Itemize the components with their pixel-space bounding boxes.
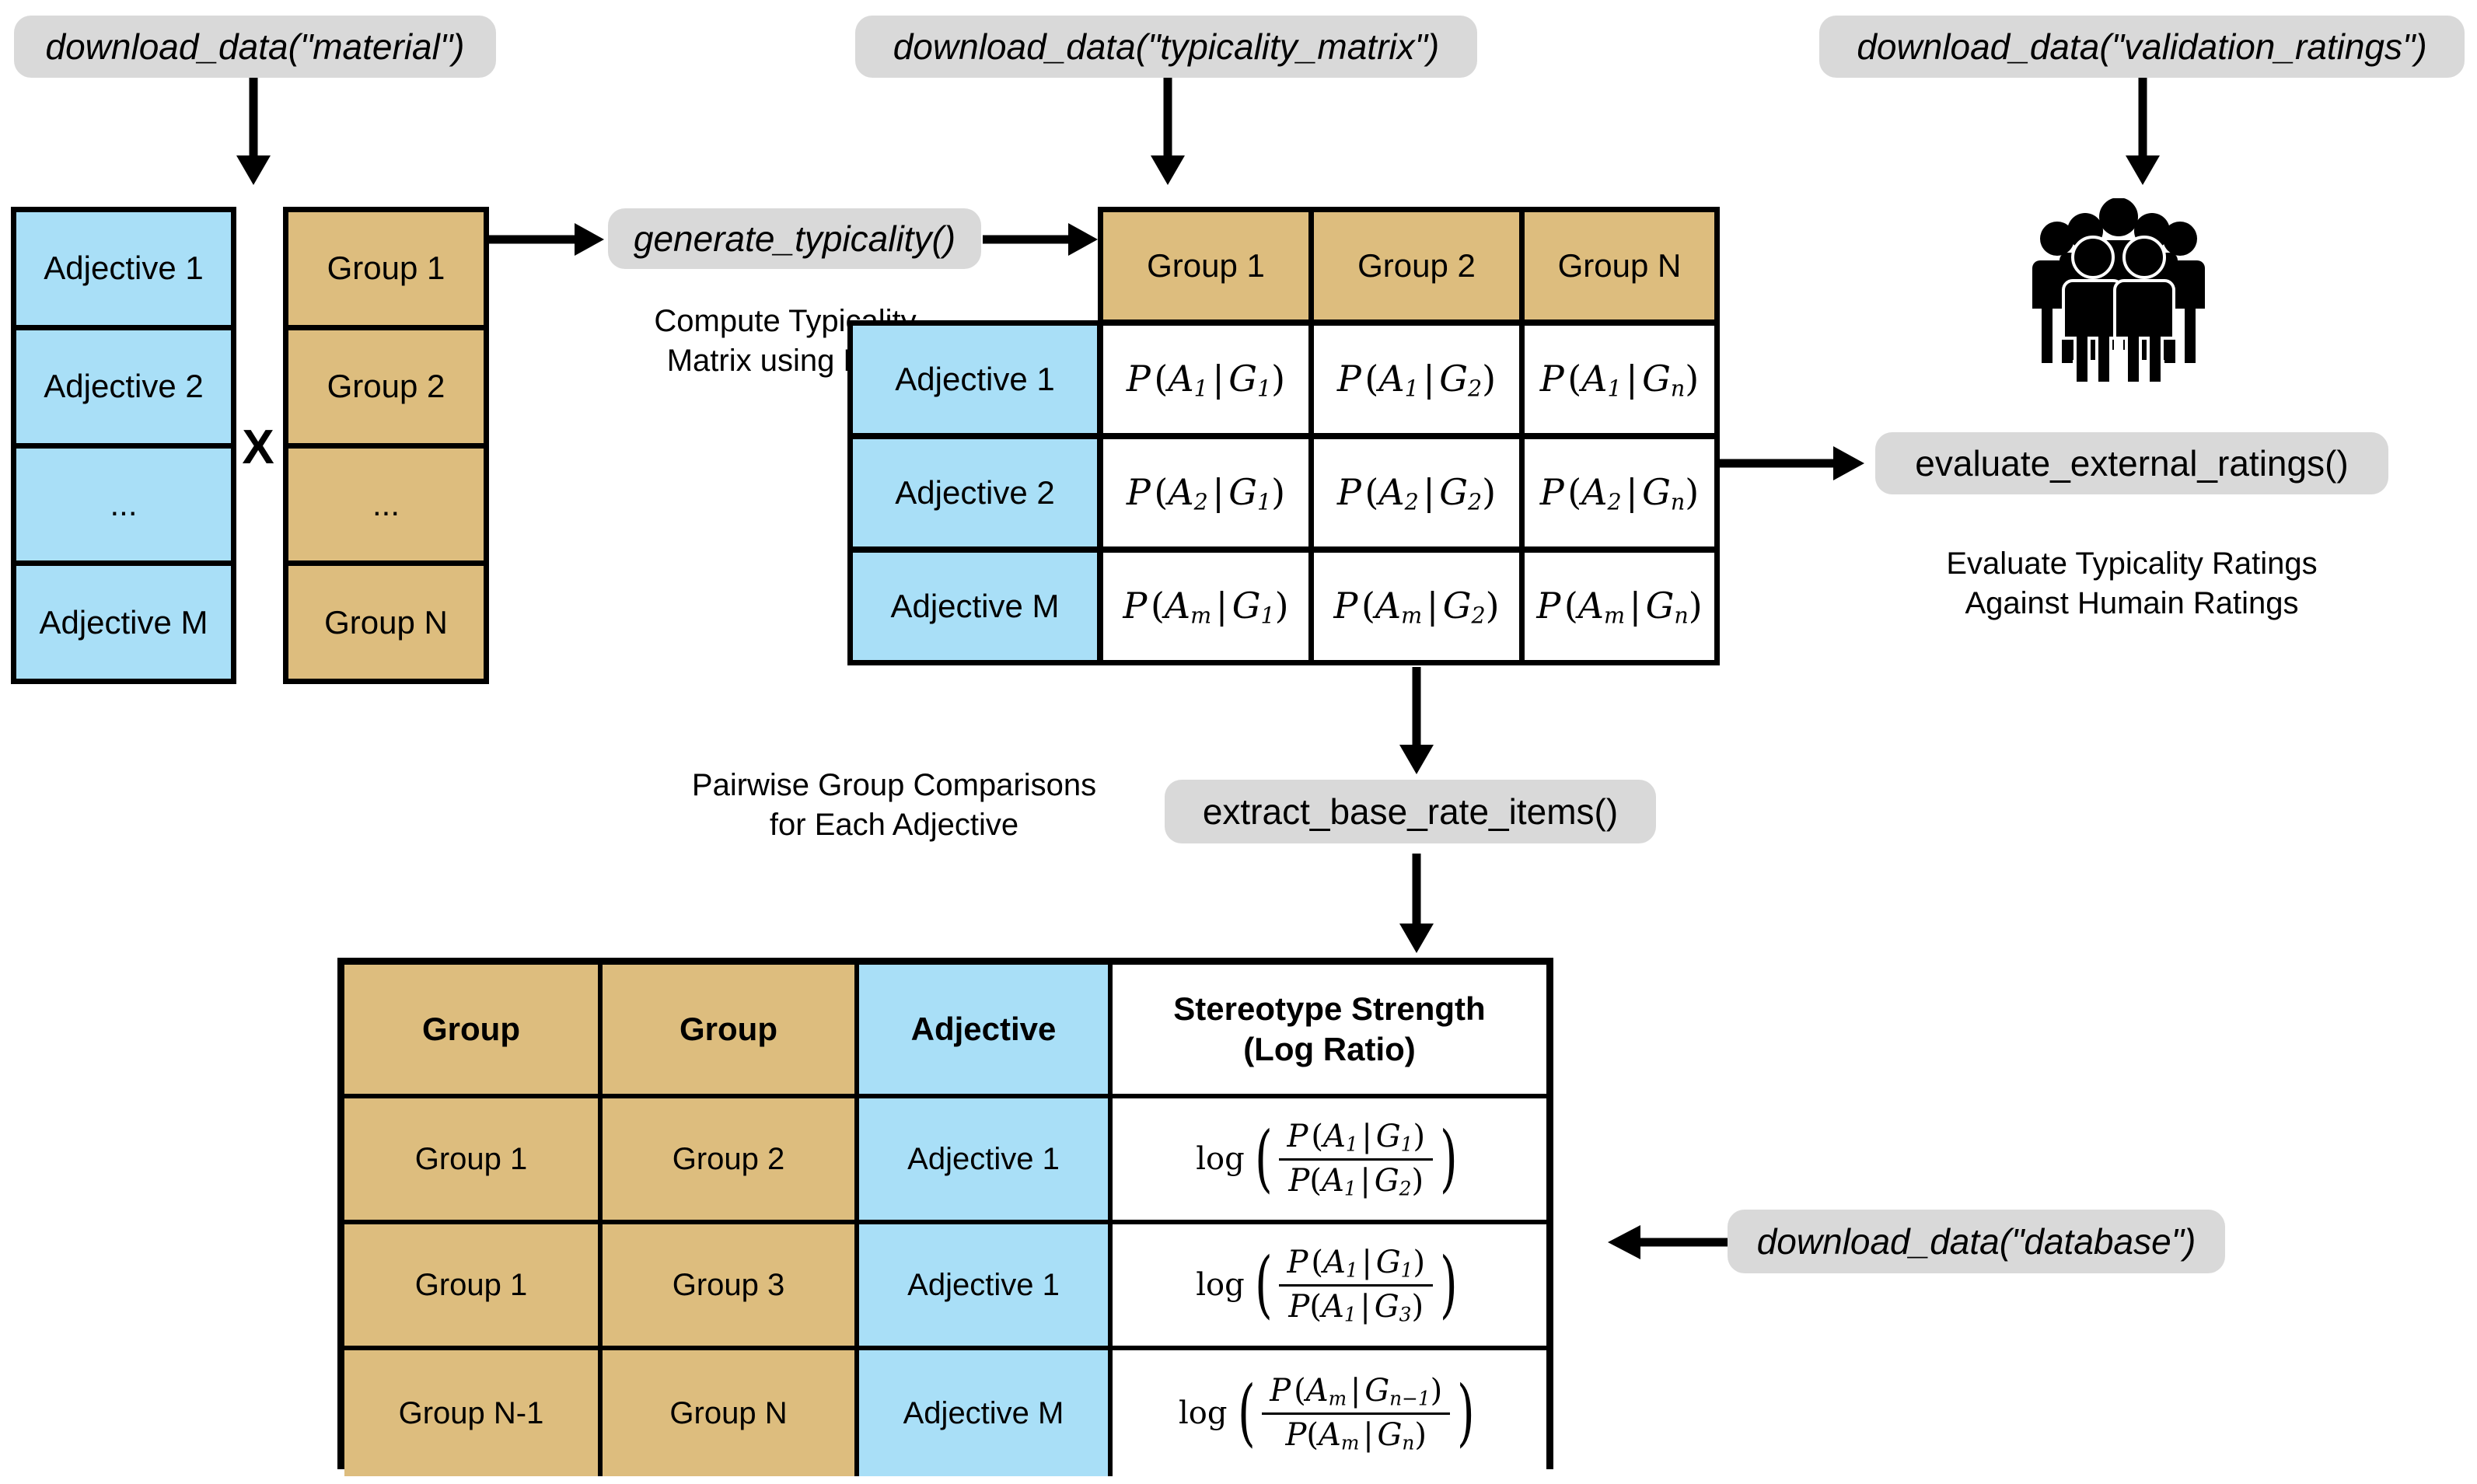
table-row: Adjective 1 [859, 1224, 1113, 1350]
list-item[interactable]: Adjective 1 [16, 212, 231, 330]
base-rate-items-table: Group Group Adjective Stereotype Strengt… [337, 958, 1553, 1476]
crowd-of-people-icon [2021, 197, 2216, 385]
table-row: Adjective 1 [859, 1098, 1113, 1224]
caption-line: Evaluate Typicality Ratings [1946, 546, 2318, 581]
table-row: log( P (Am|Gn−1) P(Am|Gn) ) [1113, 1350, 1546, 1476]
matrix-col-header: Group 2 [1308, 207, 1525, 325]
table-row: Adjective M [859, 1350, 1113, 1476]
list-item[interactable]: Group N [288, 566, 484, 679]
table-row: Group 1 [344, 1224, 603, 1350]
arrow-matrix-to-evaluate [1718, 443, 1866, 484]
table-header-line: (Log Ratio) [1243, 1031, 1416, 1067]
list-item[interactable]: Adjective 2 [16, 330, 231, 449]
matrix-cell: P (A2|Gn) [1519, 434, 1720, 552]
table-row: log( P (A1|G1) P(A1|G3) ) [1113, 1224, 1546, 1350]
table-row: log( P (A1|G1) P(A1|G2) ) [1113, 1098, 1546, 1224]
arrow-typicality-matrix-download [1144, 78, 1191, 187]
caption-line: Pairwise Group Comparisons [691, 768, 1097, 802]
pill-generate-typicality[interactable]: generate_typicality() [608, 208, 981, 269]
matrix-cell: P (A1|Gn) [1519, 320, 1720, 438]
pill-download-material[interactable]: download_data("material") [14, 16, 496, 78]
matrix-col-header: Group N [1519, 207, 1720, 325]
arrow-extract-to-table [1393, 854, 1440, 955]
table-row: Group 2 [603, 1098, 859, 1224]
table-header-cell: Adjective [859, 965, 1113, 1098]
arrow-generate-typicality-to-matrix [983, 220, 1099, 259]
adjective-list-stack: Adjective 1 Adjective 2 ... Adjective M [11, 207, 236, 684]
pill-download-database[interactable]: download_data("database") [1728, 1210, 2225, 1273]
list-item[interactable]: Adjective M [16, 566, 231, 679]
caption-line: Against Humain Ratings [1965, 586, 2299, 621]
pill-extract-base-rate-items[interactable]: extract_base_rate_items() [1165, 780, 1656, 843]
arrow-lists-to-generate-typicality [489, 220, 606, 259]
matrix-cell: P (A1|G1) [1098, 320, 1314, 438]
matrix-col-header: Group 1 [1098, 207, 1314, 325]
cross-product-symbol: X [242, 421, 274, 474]
arrow-material-to-lists [230, 78, 277, 187]
arrow-validation-ratings-to-crowd [2119, 78, 2166, 187]
list-item[interactable]: Group 1 [288, 212, 484, 330]
pill-download-validation-ratings[interactable]: download_data("validation_ratings") [1819, 16, 2465, 78]
list-item[interactable]: ... [288, 448, 484, 567]
table-header-cell: Group [344, 965, 603, 1098]
matrix-row-header: Adjective 1 [847, 320, 1102, 438]
matrix-cell: P (Am|Gn) [1519, 547, 1720, 665]
matrix-cell: P (A2|G2) [1308, 434, 1525, 552]
matrix-row-header: Adjective M [847, 547, 1102, 665]
matrix-cell: P (A1|G2) [1308, 320, 1525, 438]
list-item[interactable]: ... [16, 448, 231, 567]
table-row: Group 3 [603, 1224, 859, 1350]
group-list-stack: Group 1 Group 2 ... Group N [283, 207, 489, 684]
pill-evaluate-external-ratings[interactable]: evaluate_external_ratings() [1875, 432, 2388, 494]
table-row: Group N-1 [344, 1350, 603, 1476]
table-header-line: Stereotype Strength [1173, 990, 1486, 1027]
matrix-cell: P (A2|G1) [1098, 434, 1314, 552]
table-row: Group N [603, 1350, 859, 1476]
pill-download-typicality-matrix[interactable]: download_data("typicality_matrix") [855, 16, 1477, 78]
matrix-cell: P (Am|G1) [1098, 547, 1314, 665]
matrix-cell: P (Am|G2) [1308, 547, 1525, 665]
caption-pairwise-comparisons: Pairwise Group Comparisons for Each Adje… [661, 766, 1127, 845]
arrow-matrix-to-extract [1393, 667, 1440, 776]
table-row: Group 1 [344, 1098, 603, 1224]
table-header-cell: Group [603, 965, 859, 1098]
caption-evaluate-human-ratings: Evaluate Typicality Ratings Against Huma… [1875, 544, 2388, 623]
caption-line: for Each Adjective [769, 808, 1019, 843]
table-header-cell: Stereotype Strength (Log Ratio) [1113, 965, 1546, 1098]
list-item[interactable]: Group 2 [288, 330, 484, 449]
matrix-row-header: Adjective 2 [847, 434, 1102, 552]
